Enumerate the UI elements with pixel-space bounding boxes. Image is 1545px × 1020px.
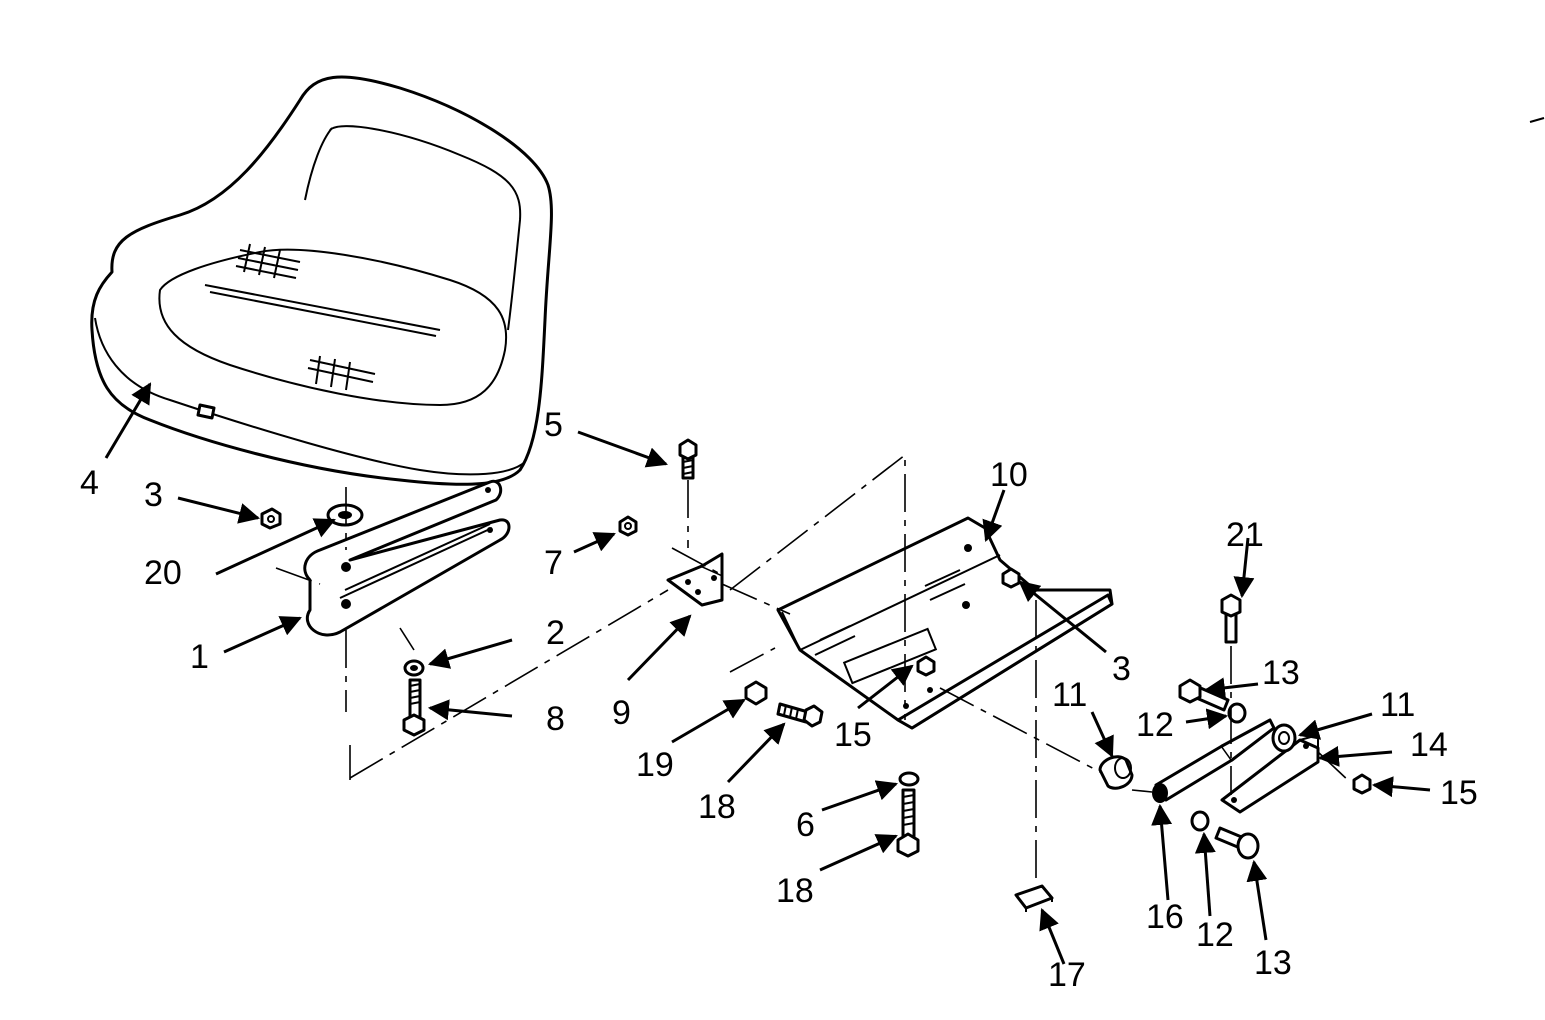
nut-19 (744, 680, 768, 706)
callout-5: 5 (544, 406, 563, 444)
washer-12-upper (1227, 702, 1247, 724)
callout-7: 7 (544, 544, 563, 582)
nut-7 (618, 515, 638, 537)
callout-11: 11 (1380, 686, 1415, 724)
bolt-8 (402, 678, 426, 737)
washer-20 (326, 503, 364, 527)
seat-slide-bracket (303, 479, 511, 637)
gas-spring-16 (1152, 718, 1276, 803)
callout-9: 9 (612, 694, 631, 732)
callout-17: 17 (1048, 956, 1086, 994)
callout-15: 15 (1440, 774, 1478, 812)
nut-3-left (260, 507, 282, 530)
callout-18: 18 (698, 788, 736, 826)
callout-15: 15 (834, 716, 872, 754)
bolt-13-upper (1178, 678, 1230, 712)
bolt-13-lower (1214, 826, 1260, 860)
callout-1: 1 (190, 638, 209, 676)
bushing-11-left (1098, 755, 1134, 790)
callout-14: 14 (1410, 726, 1448, 764)
washer-12-lower (1190, 810, 1210, 832)
callout-12: 12 (1136, 706, 1174, 744)
callout-8: 8 (546, 700, 565, 738)
callout-3: 3 (1112, 650, 1131, 688)
callout-labels: 1 2 3 3 4 5 6 7 8 9 10 11 11 12 12 13 13… (80, 406, 1478, 994)
callout-21: 21 (1226, 516, 1264, 554)
callout-11: 11 (1052, 676, 1087, 714)
angle-bracket-9 (666, 552, 724, 607)
callout-10: 10 (990, 456, 1028, 494)
bolt-21 (1220, 593, 1242, 644)
callout-12: 12 (1196, 916, 1234, 954)
lock-washer-6 (898, 771, 920, 787)
bushing-11-right (1271, 723, 1297, 753)
callout-13: 13 (1254, 944, 1292, 982)
washer-2 (403, 659, 425, 677)
callout-20: 20 (144, 554, 182, 592)
bolt-18-horizontal (776, 702, 824, 728)
alignment-lines (275, 453, 1351, 880)
callout-4: 4 (80, 464, 99, 502)
callout-16: 16 (1146, 898, 1184, 936)
callout-3: 3 (144, 476, 163, 514)
bolt-5 (678, 438, 698, 480)
seat (90, 75, 553, 486)
cap-17 (1014, 884, 1054, 912)
bolt-18-vertical (896, 788, 920, 858)
callout-6: 6 (796, 806, 815, 844)
callout-2: 2 (546, 614, 565, 652)
leader-arrows (104, 117, 1545, 965)
callout-19: 19 (636, 746, 674, 784)
nut-15-right (1352, 773, 1372, 795)
callout-13: 13 (1262, 654, 1300, 692)
callout-18: 18 (776, 872, 814, 910)
